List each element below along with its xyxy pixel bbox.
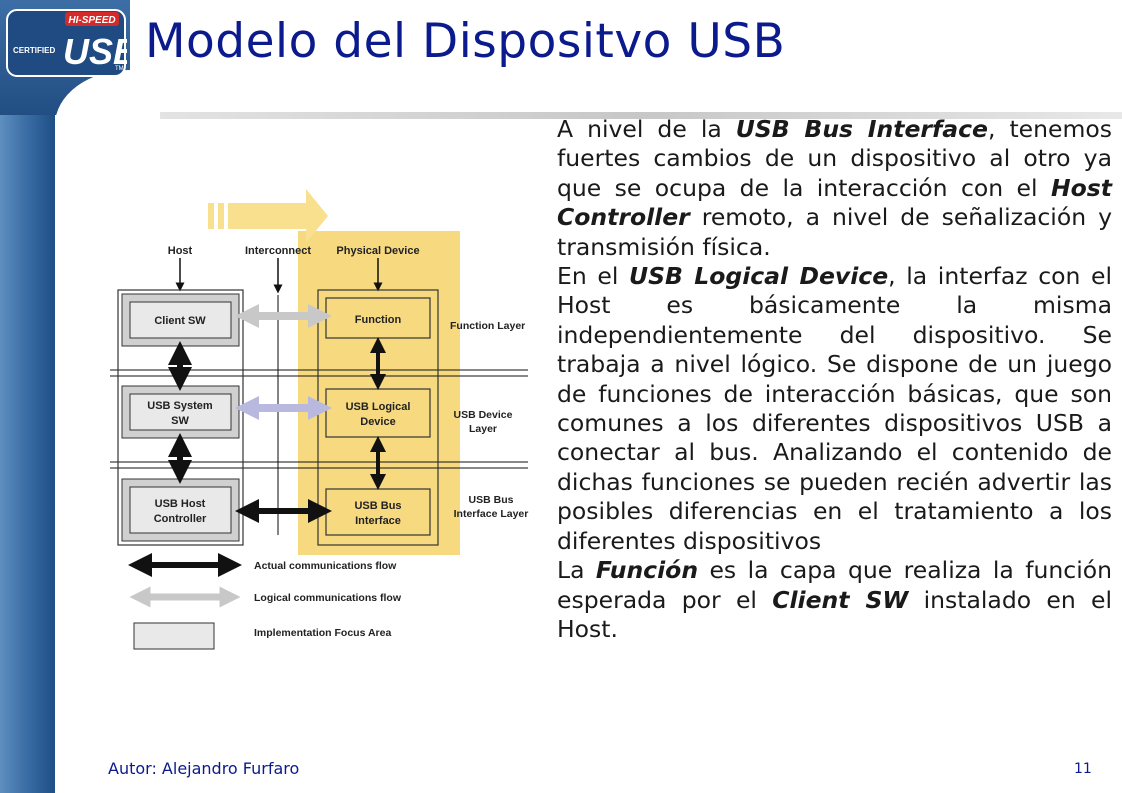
- text-run: remoto, a nivel de señalización y transm…: [557, 203, 1112, 261]
- logo-side-text: CERTIFIED: [13, 46, 55, 55]
- legend-logical-label: Logical communications flow: [254, 592, 402, 604]
- paragraph: A nivel de la USB Bus Interface, tenemos…: [557, 115, 1112, 262]
- usb-host-controller-label-2: Controller: [154, 513, 207, 525]
- emphasis-term: USB Bus Interface: [735, 115, 988, 143]
- usb-bus-interface-layer-label-1: USB Bus: [469, 494, 514, 506]
- title-underline: [160, 112, 1122, 119]
- text-run: , la interfaz con el Host es básicamente…: [557, 262, 1113, 555]
- column-interconnect: Interconnect: [245, 245, 311, 257]
- usb-host-controller-label-1: USB Host: [155, 498, 206, 510]
- emphasis-term: Client SW: [772, 585, 909, 614]
- logo-top-text: HI-SPEED: [68, 15, 115, 26]
- legend-actual-label: Actual communications flow: [254, 560, 397, 572]
- usb-device-layer-label-2: Layer: [469, 423, 497, 435]
- text-run: es la capa que realiza la función espera…: [557, 556, 1113, 614]
- usb-bus-interface-layer-label-2: Interface Layer: [454, 508, 529, 520]
- paragraph: La Función es la capa que realiza la fun…: [557, 556, 1112, 644]
- usb-bus-interface-box: USB Bus Interface: [325, 488, 431, 536]
- usb-bus-interface-label-1: USB Bus: [354, 500, 401, 512]
- usb-system-sw-box: USB System SW: [121, 385, 240, 439]
- page-number: 11: [1074, 761, 1092, 777]
- text-run: En el: [557, 262, 629, 291]
- usb-device-layer-label-1: USB Device: [454, 409, 513, 421]
- column-host: Host: [168, 245, 193, 257]
- emphasis-term: Host Controller: [557, 173, 1112, 232]
- top-direction-arrow: [208, 189, 328, 243]
- usb-system-sw-label-1: USB System: [147, 400, 213, 412]
- text-run: A nivel de la: [557, 115, 736, 143]
- logo-tm: TM: [115, 66, 124, 72]
- text-run: instalado en el Host.: [557, 585, 1112, 643]
- page-title: Modelo del Dispositvo USB: [145, 14, 786, 69]
- left-decor-bar: [0, 0, 55, 793]
- column-physical-device: Physical Device: [336, 245, 419, 257]
- usb-system-sw-label-2: SW: [171, 415, 189, 427]
- usb-device-model-diagram: Host Interconnect Physical Device Client…: [110, 189, 529, 650]
- client-sw-box: Client SW: [121, 293, 240, 347]
- usb-host-controller-box: USB Host Controller: [121, 478, 240, 542]
- decor-curve: [55, 70, 215, 190]
- function-layer-label: Function Layer: [450, 320, 525, 332]
- paragraph: En el USB Logical Device, la interfaz co…: [557, 262, 1112, 556]
- client-sw-label: Client SW: [154, 315, 206, 327]
- footer-author: Autor: Alejandro Furfaro: [108, 759, 300, 778]
- emphasis-term: USB Logical Device: [629, 262, 889, 291]
- body-text: A nivel de la USB Bus Interface, tenemos…: [557, 115, 1112, 644]
- legend-focus-swatch: [133, 622, 215, 650]
- usb-bus-interface-label-2: Interface: [355, 515, 401, 527]
- usb-certified-logo: HI-SPEED CERTIFIED USB TM: [6, 9, 127, 77]
- usb-logical-device-label-2: Device: [360, 416, 395, 428]
- text-run: La: [557, 556, 596, 585]
- logo-main-text: USB: [63, 31, 127, 72]
- usb-logical-device-label-1: USB Logical: [346, 401, 411, 413]
- emphasis-term: Función: [595, 556, 699, 585]
- function-label: Function: [355, 314, 402, 326]
- legend-focus-label: Implementation Focus Area: [254, 627, 391, 639]
- text-run: , tenemos fuertes cambios de un disposit…: [557, 115, 1112, 202]
